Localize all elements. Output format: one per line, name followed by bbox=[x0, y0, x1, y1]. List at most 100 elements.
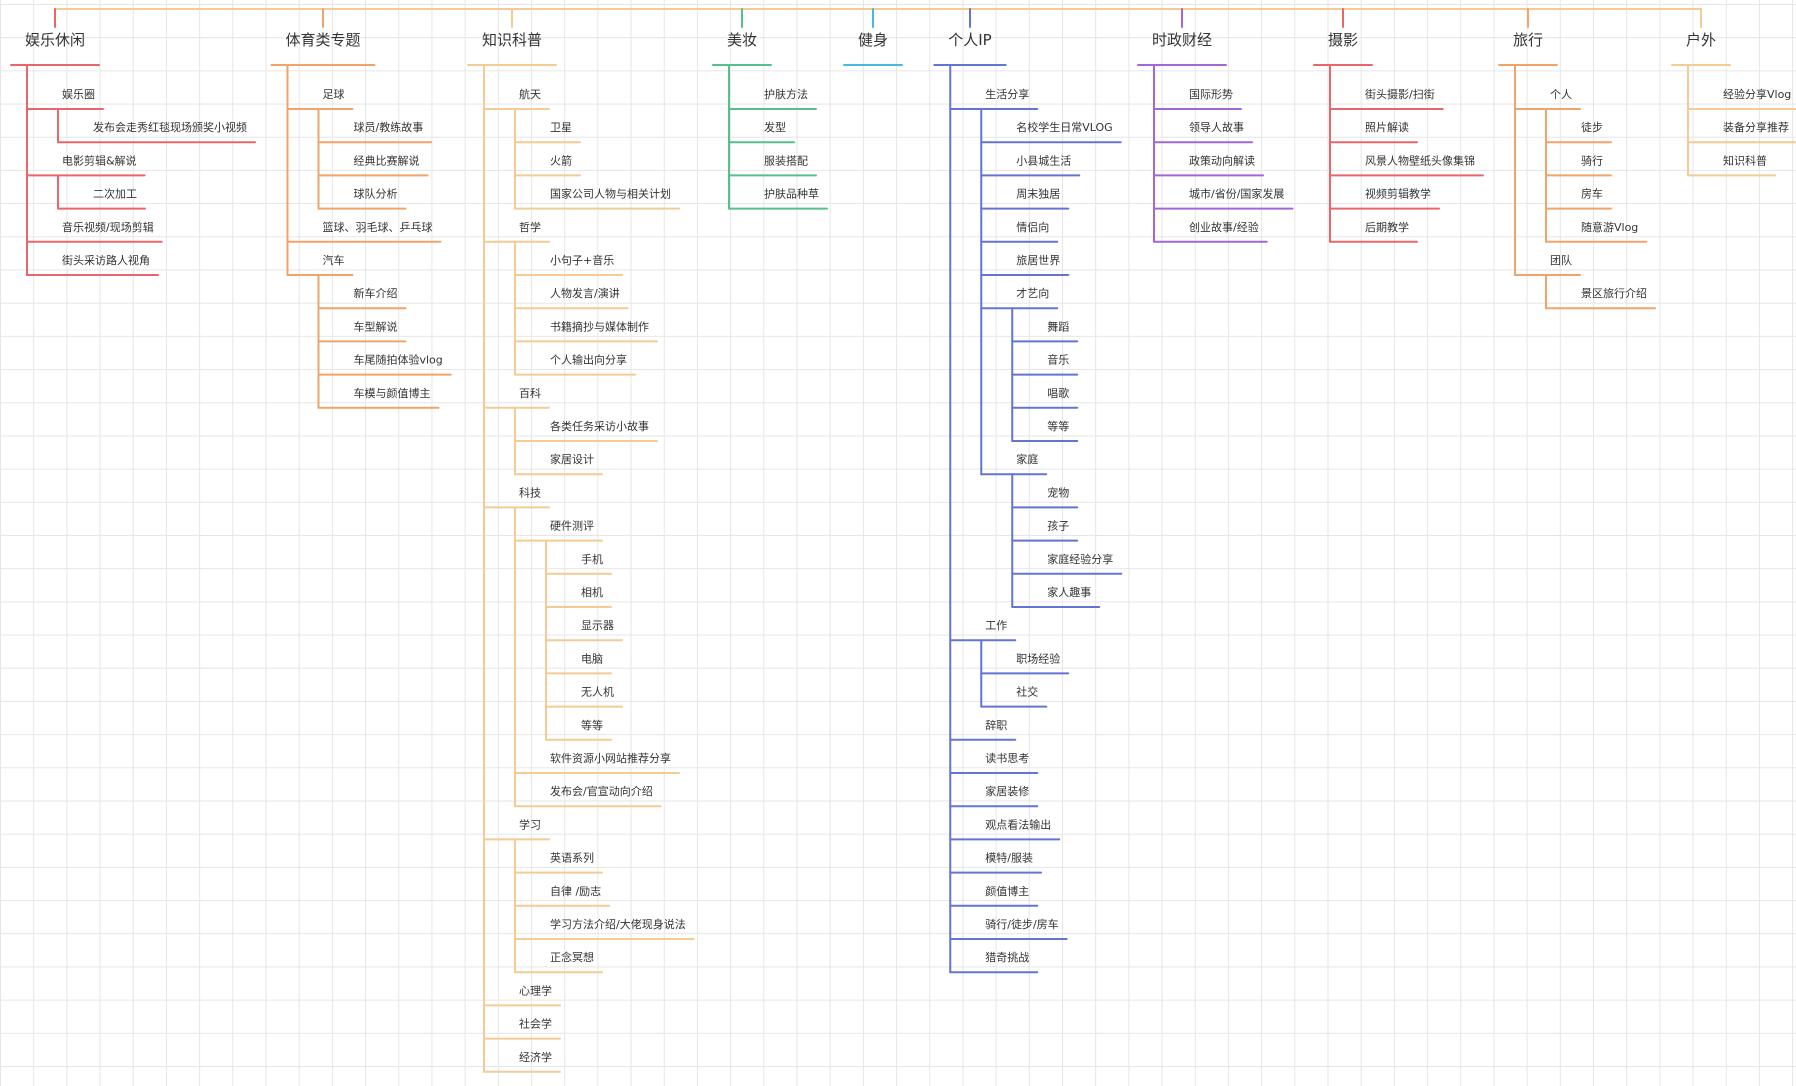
mindmap-node[interactable]: 政策动向解读 bbox=[1189, 153, 1255, 167]
mindmap-node[interactable]: 国家公司人物与相关计划 bbox=[550, 187, 671, 201]
category-title[interactable]: 娱乐休闲 bbox=[25, 31, 85, 49]
mindmap-node[interactable]: 生活分享 bbox=[985, 87, 1029, 101]
mindmap-node[interactable]: 骑行 bbox=[1581, 154, 1603, 167]
mindmap-node[interactable]: 街头摄影/扫街 bbox=[1365, 87, 1435, 101]
mindmap-node[interactable]: 电影剪辑&解说 bbox=[62, 153, 137, 167]
mindmap-node[interactable]: 读书思考 bbox=[985, 751, 1029, 765]
mindmap-node[interactable]: 唱歌 bbox=[1047, 386, 1069, 400]
mindmap-node[interactable]: 科技 bbox=[519, 485, 541, 499]
mindmap-node[interactable]: 等等 bbox=[1047, 419, 1069, 433]
mindmap-node[interactable]: 自律 /励志 bbox=[550, 885, 601, 898]
mindmap-node[interactable]: 心理学 bbox=[519, 983, 552, 997]
mindmap-node[interactable]: 显示器 bbox=[581, 619, 614, 632]
mindmap-node[interactable]: 骑行/徒步/房车 bbox=[985, 917, 1058, 931]
category-title[interactable]: 健身 bbox=[858, 31, 888, 49]
mindmap-node[interactable]: 发布会走秀红毯现场颁奖小视频 bbox=[93, 120, 247, 134]
category-title[interactable]: 个人IP bbox=[948, 31, 991, 49]
mindmap-node[interactable]: 舞蹈 bbox=[1047, 320, 1069, 333]
mindmap-node[interactable]: 音乐视频/现场剪辑 bbox=[62, 220, 154, 234]
category-title[interactable]: 美妆 bbox=[727, 31, 757, 49]
mindmap-node[interactable]: 旅居世界 bbox=[1016, 253, 1060, 267]
mindmap-node[interactable]: 经验分享Vlog bbox=[1723, 87, 1791, 101]
mindmap-node[interactable]: 手机 bbox=[581, 552, 603, 566]
mindmap-node[interactable]: 工作 bbox=[985, 619, 1007, 632]
mindmap-node[interactable]: 猎奇挑战 bbox=[985, 950, 1029, 964]
mindmap-node[interactable]: 家人趣事 bbox=[1047, 585, 1091, 599]
mindmap-node[interactable]: 团队 bbox=[1550, 253, 1572, 267]
mindmap-node[interactable]: 百科 bbox=[519, 386, 541, 400]
mindmap-node[interactable]: 街头采访路人视角 bbox=[62, 253, 150, 267]
mindmap-node[interactable]: 火箭 bbox=[550, 153, 572, 167]
mindmap-node[interactable]: 新车介绍 bbox=[353, 286, 397, 300]
mindmap-node[interactable]: 车尾随拍体验vlog bbox=[353, 353, 442, 367]
mindmap-node[interactable]: 小句子+音乐 bbox=[550, 253, 614, 267]
mindmap-node[interactable]: 景区旅行介绍 bbox=[1581, 286, 1647, 300]
mindmap-node[interactable]: 领导人故事 bbox=[1189, 120, 1244, 134]
mindmap-node[interactable]: 风景人物壁纸头像集锦 bbox=[1365, 153, 1475, 167]
mindmap-node[interactable]: 车型解说 bbox=[353, 319, 397, 333]
mindmap-node[interactable]: 房车 bbox=[1581, 187, 1603, 201]
mindmap-node[interactable]: 个人 bbox=[1550, 88, 1572, 101]
mindmap-node[interactable]: 等等 bbox=[581, 718, 603, 732]
mindmap-node[interactable]: 球员/教练故事 bbox=[353, 120, 423, 134]
mindmap-node[interactable]: 学习方法介绍/大佬现身说法 bbox=[550, 917, 686, 931]
mindmap-node[interactable]: 车模与颜值博主 bbox=[353, 386, 430, 400]
mindmap-node[interactable]: 家庭 bbox=[1016, 452, 1038, 466]
mindmap-node[interactable]: 社交 bbox=[1016, 685, 1038, 699]
mindmap-node[interactable]: 知识科普 bbox=[1723, 153, 1767, 167]
mindmap-node[interactable]: 二次加工 bbox=[93, 187, 137, 201]
mindmap-node[interactable]: 职场经验 bbox=[1016, 651, 1060, 665]
mindmap-node[interactable]: 国际形势 bbox=[1189, 88, 1233, 101]
mindmap-node[interactable]: 篮球、羽毛球、乒乓球 bbox=[322, 220, 432, 234]
mindmap-node[interactable]: 孩子 bbox=[1047, 520, 1069, 533]
mindmap-node[interactable]: 经济学 bbox=[519, 1050, 552, 1064]
mindmap-node[interactable]: 汽车 bbox=[322, 253, 344, 267]
mindmap-node[interactable]: 后期教学 bbox=[1365, 220, 1409, 234]
category-title[interactable]: 户外 bbox=[1686, 31, 1716, 49]
mindmap-node[interactable]: 观点看法输出 bbox=[985, 817, 1051, 831]
mindmap-node[interactable]: 照片解读 bbox=[1365, 120, 1409, 134]
mindmap-node[interactable]: 服装搭配 bbox=[764, 154, 808, 167]
mindmap-node[interactable]: 模特/服装 bbox=[985, 851, 1033, 865]
mindmap-node[interactable]: 徒步 bbox=[1581, 120, 1603, 134]
mindmap-node[interactable]: 发布会/官宣动向介绍 bbox=[550, 784, 653, 798]
mindmap-node[interactable]: 学习 bbox=[519, 817, 541, 831]
mindmap-node[interactable]: 电脑 bbox=[581, 652, 603, 665]
mindmap-node[interactable]: 社会学 bbox=[519, 1017, 552, 1031]
mindmap-node[interactable]: 装备分享推荐 bbox=[1723, 120, 1789, 134]
mindmap-node[interactable]: 护肤方法 bbox=[764, 87, 808, 101]
mindmap-node[interactable]: 个人输出向分享 bbox=[550, 353, 627, 367]
mindmap-node[interactable]: 家居装修 bbox=[985, 784, 1029, 798]
mindmap-node[interactable]: 娱乐圈 bbox=[62, 87, 95, 101]
category-title[interactable]: 时政财经 bbox=[1152, 31, 1212, 49]
mindmap-node[interactable]: 无人机 bbox=[581, 685, 614, 699]
mindmap-node[interactable]: 书籍摘抄与媒体制作 bbox=[550, 319, 649, 333]
mindmap-node[interactable]: 辞职 bbox=[985, 718, 1007, 732]
mindmap-node[interactable]: 硬件测评 bbox=[550, 520, 594, 533]
mindmap-node[interactable]: 相机 bbox=[581, 585, 603, 599]
mindmap-node[interactable]: 视频剪辑教学 bbox=[1365, 187, 1431, 201]
mindmap-node[interactable]: 正念冥想 bbox=[550, 950, 594, 964]
mindmap-node[interactable]: 城市/省份/国家发展 bbox=[1189, 187, 1284, 201]
mindmap-node[interactable]: 创业故事/经验 bbox=[1189, 220, 1259, 234]
category-title[interactable]: 知识科普 bbox=[482, 31, 542, 49]
mindmap-node[interactable]: 经典比赛解说 bbox=[353, 153, 419, 167]
category-title[interactable]: 体育类专题 bbox=[285, 31, 360, 49]
mindmap-node[interactable]: 家居设计 bbox=[550, 452, 594, 466]
mindmap-node[interactable]: 颜值博主 bbox=[985, 885, 1029, 898]
mindmap-node[interactable]: 护肤品种草 bbox=[764, 187, 819, 201]
mindmap-node[interactable]: 名校学生日常VLOG bbox=[1016, 120, 1112, 134]
mindmap-node[interactable]: 宠物 bbox=[1047, 485, 1069, 499]
mindmap-node[interactable]: 哲学 bbox=[519, 220, 541, 234]
mindmap-node[interactable]: 随意游Vlog bbox=[1581, 220, 1638, 234]
mindmap-node[interactable]: 卫星 bbox=[550, 121, 572, 134]
mindmap-node[interactable]: 家庭经验分享 bbox=[1047, 552, 1113, 566]
mindmap-node[interactable]: 发型 bbox=[764, 120, 786, 134]
mindmap-node[interactable]: 航天 bbox=[519, 87, 541, 101]
mindmap-node[interactable]: 各类任务采访小故事 bbox=[550, 419, 649, 433]
mindmap-node[interactable]: 小县城生活 bbox=[1016, 153, 1071, 167]
mindmap-node[interactable]: 人物发言/演讲 bbox=[550, 286, 620, 300]
mindmap-node[interactable]: 音乐 bbox=[1047, 353, 1069, 367]
category-title[interactable]: 摄影 bbox=[1328, 31, 1358, 49]
mindmap-node[interactable]: 球队分析 bbox=[353, 187, 397, 201]
